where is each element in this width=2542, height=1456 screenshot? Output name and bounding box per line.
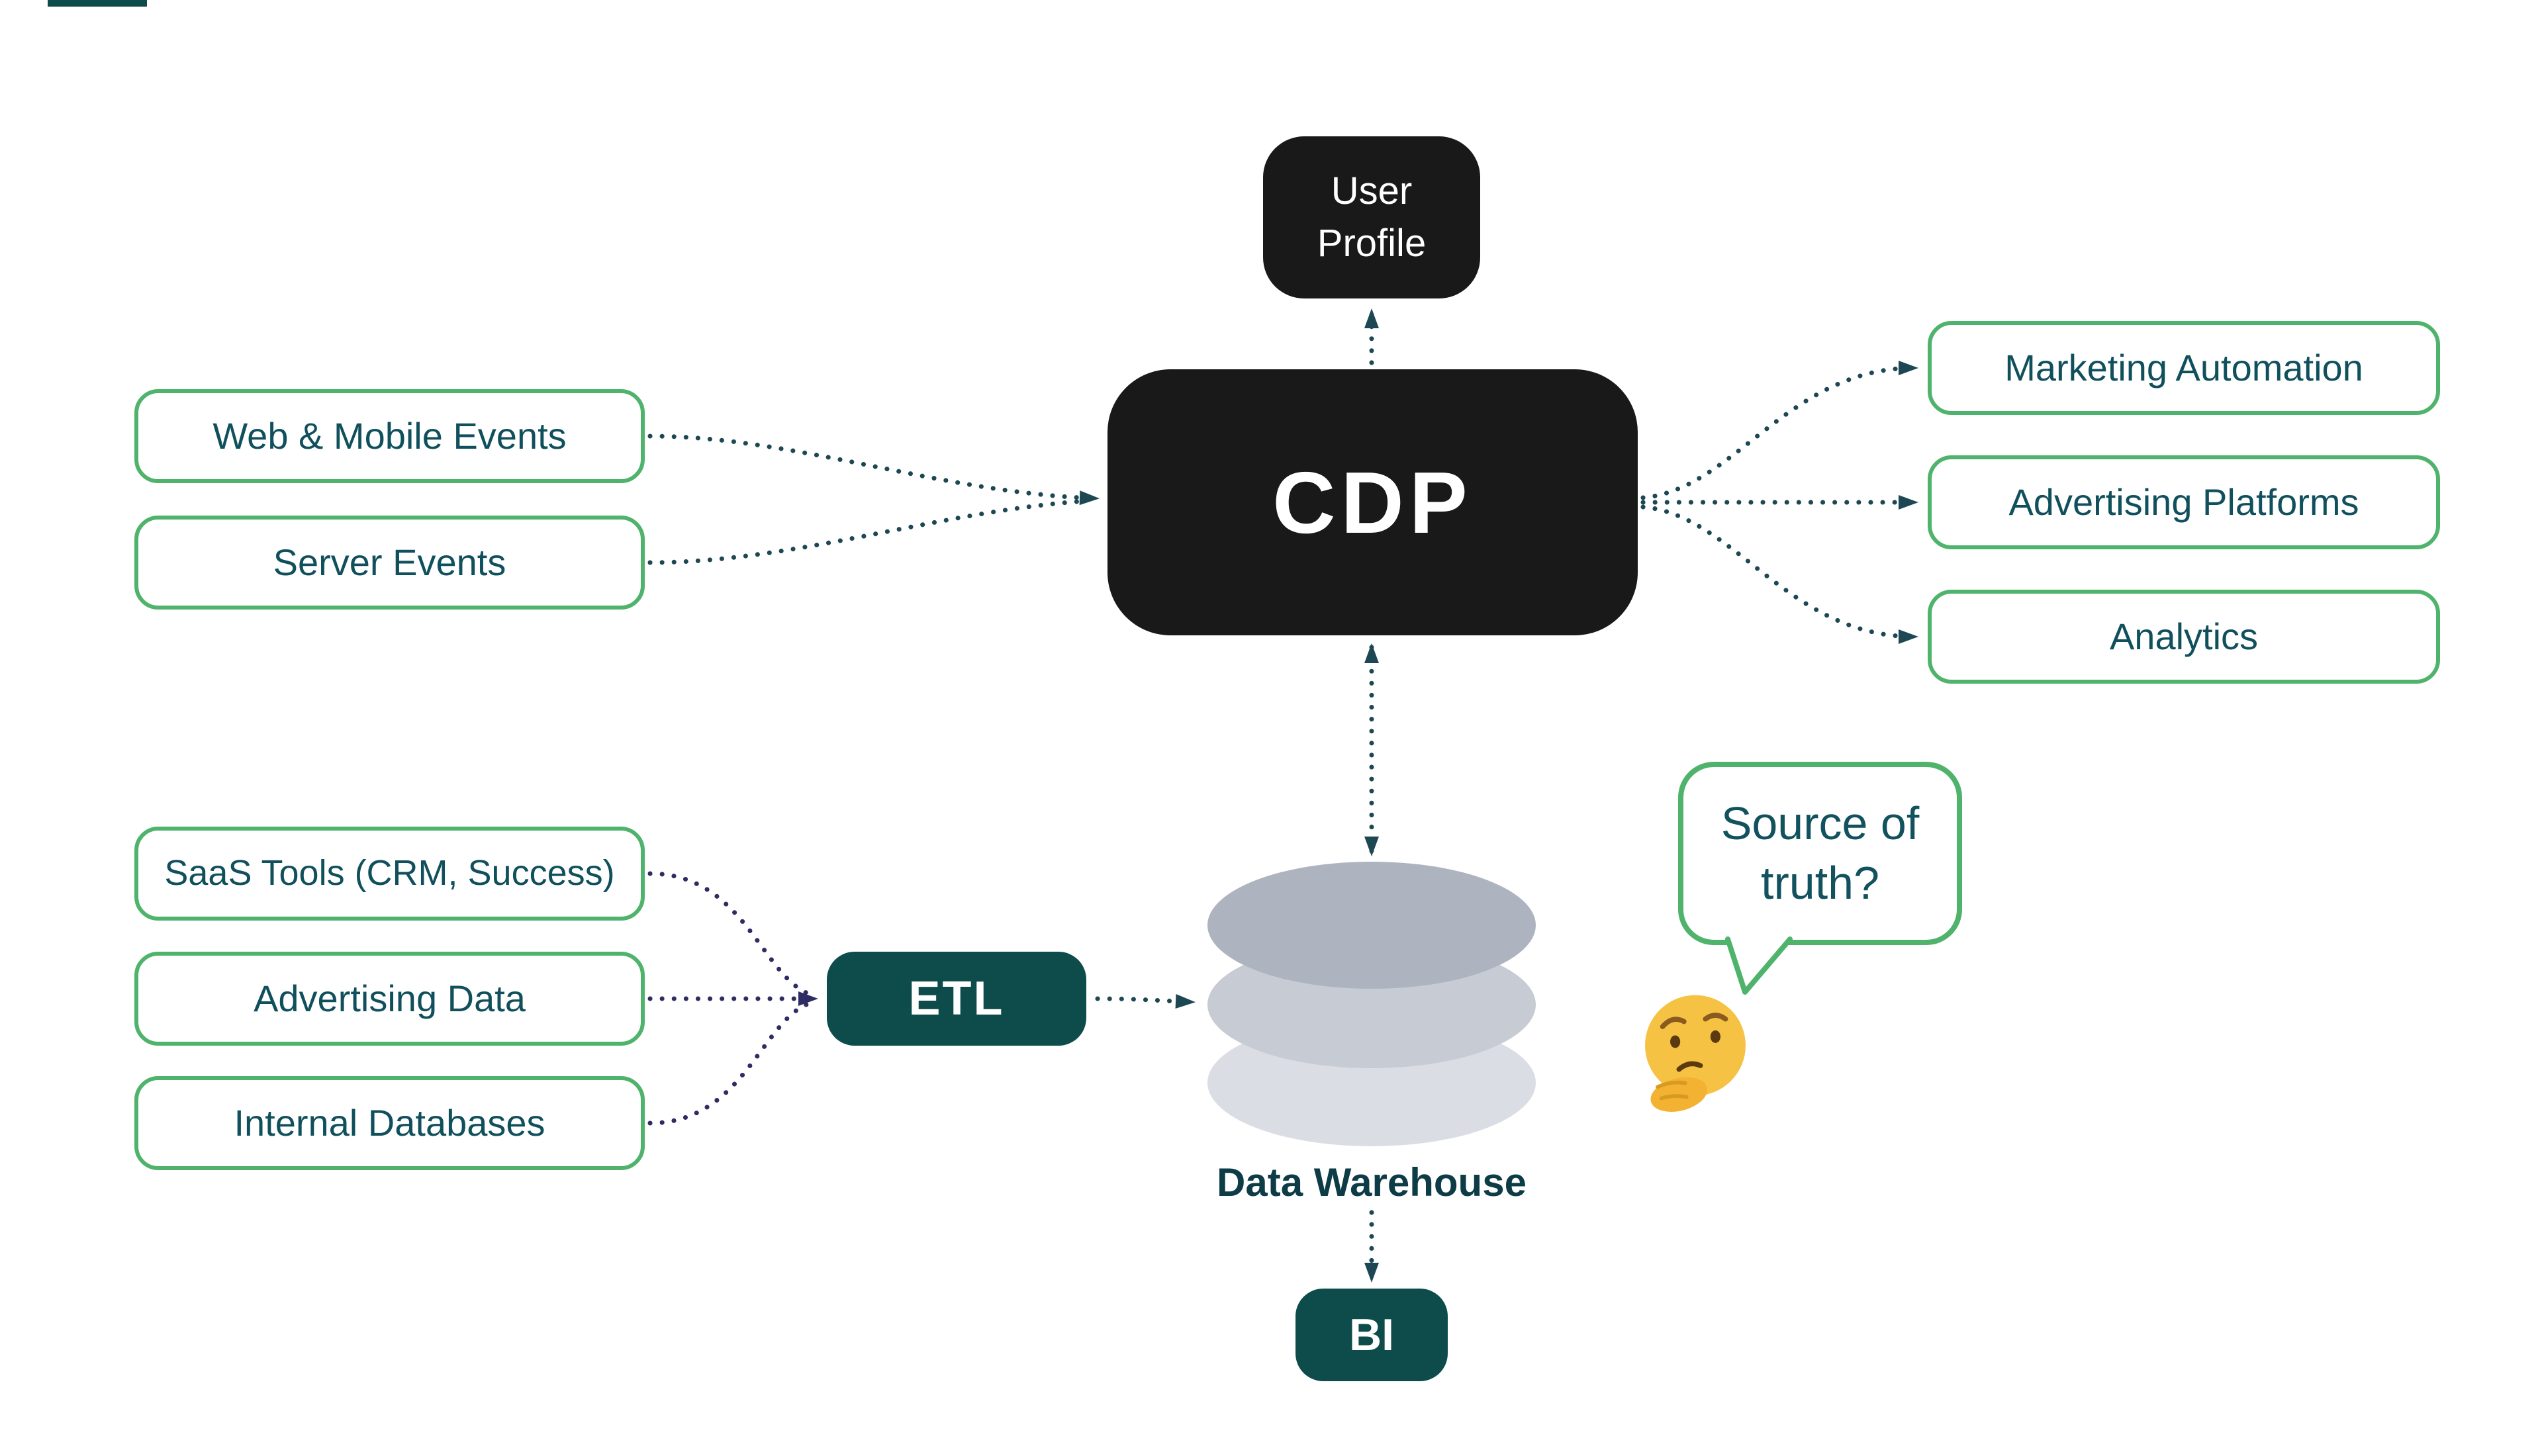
data-warehouse-shape <box>1207 862 1536 1146</box>
node-analytics-label: Analytics <box>2109 615 2259 658</box>
node-marketing-automation: Marketing Automation <box>1928 321 2440 415</box>
arrow-cdp-to-marketing-automation <box>1640 361 1918 500</box>
speech-bubble: Source of truth? <box>1678 762 1962 945</box>
node-cdp-label: CDP <box>1272 453 1473 551</box>
node-user-profile-label: User Profile <box>1317 169 1427 265</box>
arrow-saas-to-etl <box>647 871 809 995</box>
speech-bubble-text: Source of truth? <box>1720 797 1920 909</box>
speech-bubble-tail <box>1725 936 1793 995</box>
node-user-profile: User Profile <box>1263 136 1480 298</box>
thinking-face-icon <box>1645 995 1746 1112</box>
arrow-etl-to-warehouse <box>1095 994 1196 1009</box>
arrow-web-events-to-cdp <box>647 433 1100 506</box>
node-internal-databases: Internal Databases <box>134 1076 645 1170</box>
node-web-mobile-events: Web & Mobile Events <box>134 389 645 483</box>
node-bi-label: BI <box>1349 1310 1394 1360</box>
edge-artifact <box>48 0 147 7</box>
node-server-events: Server Events <box>134 516 645 610</box>
node-etl: ETL <box>827 952 1086 1046</box>
arrow-server-events-to-cdp <box>647 498 1088 565</box>
node-advertising-data: Advertising Data <box>134 952 645 1046</box>
node-cdp: CDP <box>1107 369 1638 635</box>
node-server-events-label: Server Events <box>273 541 506 584</box>
arrow-internal-db-to-etl <box>647 1002 809 1126</box>
node-advertising-platforms: Advertising Platforms <box>1928 455 2440 549</box>
node-advertising-platforms-label: Advertising Platforms <box>2008 481 2359 523</box>
node-advertising-data-label: Advertising Data <box>254 978 526 1020</box>
node-internal-databases-label: Internal Databases <box>234 1102 545 1144</box>
data-warehouse-label: Data Warehouse <box>1217 1160 1527 1205</box>
node-analytics: Analytics <box>1928 590 2440 684</box>
node-bi: BI <box>1295 1289 1448 1381</box>
node-etl-label: ETL <box>908 972 1005 1025</box>
node-web-mobile-events-label: Web & Mobile Events <box>212 415 567 457</box>
node-saas-tools-label: SaaS Tools (CRM, Success) <box>164 853 615 893</box>
node-marketing-automation-label: Marketing Automation <box>2004 347 2363 389</box>
node-saas-tools: SaaS Tools (CRM, Success) <box>134 827 645 921</box>
arrow-cdp-to-analytics <box>1640 504 1918 644</box>
